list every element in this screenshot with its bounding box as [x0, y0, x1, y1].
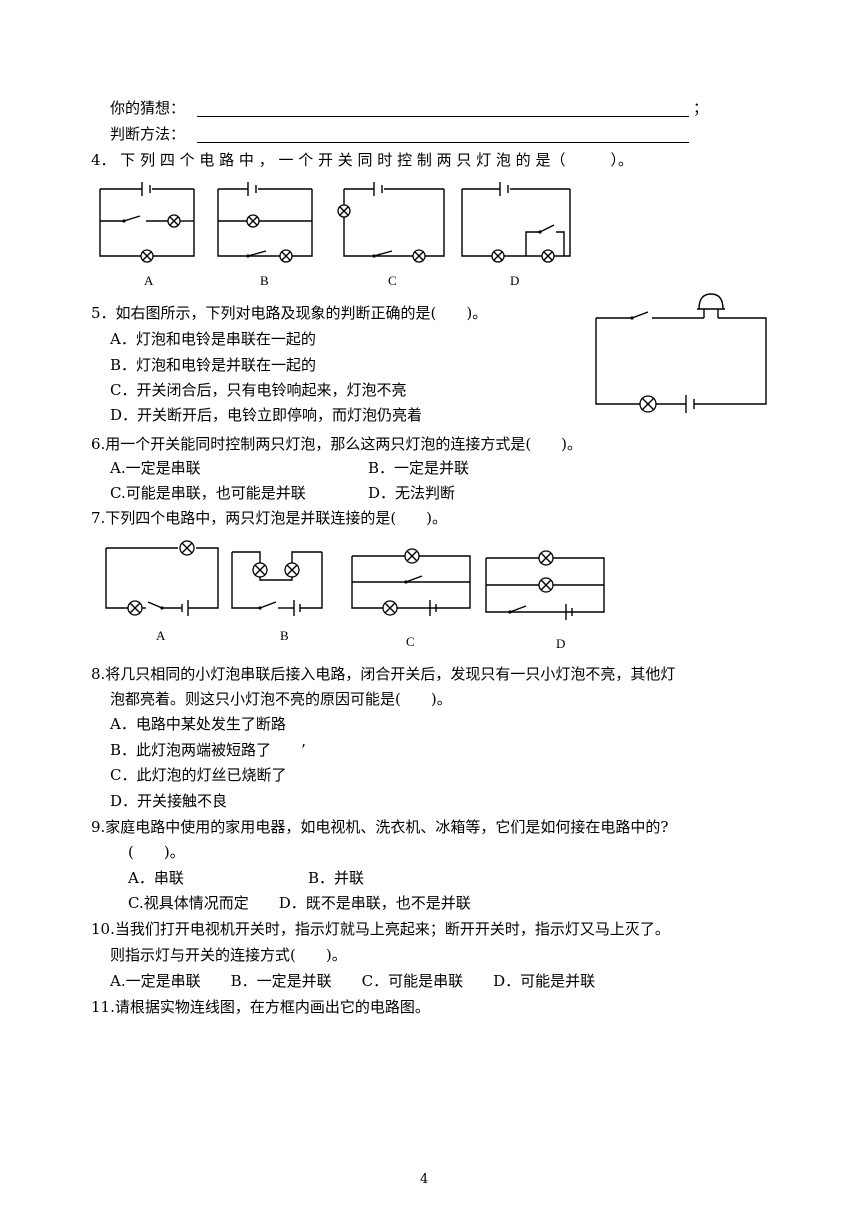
q7-label-c: C	[406, 634, 415, 649]
q5-option-c: C．开关闭合后，只有电铃响起来，灯泡不亮	[110, 381, 407, 399]
q7-label-d: D	[556, 636, 565, 651]
q7-circuit-d: D	[485, 550, 605, 651]
q5-option-b: B．灯泡和电铃是并联在一起的	[110, 356, 317, 374]
q4-circuit-b: B	[217, 182, 313, 288]
q5-option-a: A．灯泡和电铃是串联在一起的	[110, 330, 316, 348]
q4-label-a: A	[144, 273, 154, 288]
q9-option-b: B．并联	[308, 869, 365, 887]
q8-option-b: B．此灯泡两端被短路了 ’	[110, 741, 306, 759]
method-label: 判断方法：	[110, 125, 186, 143]
q7-label-a: A	[156, 628, 166, 643]
q10-stem-line1: 10.当我们打开电视机开关时，指示灯就马上亮起来；断开开关时，指示灯又马上灭了。	[91, 920, 670, 938]
q9-stem-line2: ( )。	[128, 843, 185, 861]
q10-stem-line2: 则指示灯与开关的连接方式( )。	[110, 946, 347, 964]
q8-stem-line1: 8.将几只相同的小灯泡串联后接入电路，闭合开关后，发现只有一只小灯泡不亮，其他灯	[91, 665, 676, 683]
q6-option-c: C.可能是串联，也可能是并联	[110, 484, 306, 502]
page-number: 4	[420, 1172, 429, 1187]
q7-stem: 7.下列四个电路中，两只灯泡是并联连接的是( )。	[91, 509, 448, 527]
guess-label: 你的猜想：	[110, 99, 186, 117]
q7-circuit-b: B	[231, 551, 323, 643]
guess-answer-line[interactable]	[197, 116, 689, 117]
q8-stem-line2: 泡都亮着。则这只小灯泡不亮的原因可能是( )。	[110, 690, 452, 708]
q4-circuits: A B C D	[99, 182, 571, 288]
q7-circuits: A B C D	[105, 540, 605, 651]
q11-stem: 11.请根据实物连线图，在方框内画出它的电路图。	[91, 998, 430, 1016]
q9-options-cd: C.视具体情况而定 D．既不是串联，也不是并联	[128, 894, 471, 912]
q6-option-a: A.一定是串联	[110, 459, 201, 477]
q7-circuit-a: A	[105, 540, 219, 643]
q4-label-d: D	[510, 273, 519, 288]
q6-stem: 6.用一个开关能同时控制两只灯泡，那么这两只灯泡的连接方式是( )。	[91, 435, 583, 453]
method-answer-line[interactable]	[197, 142, 689, 143]
q4-label-c: C	[388, 273, 397, 288]
q8-option-d: D．开关接触不良	[110, 792, 228, 810]
q4-circuit-d: D	[461, 182, 571, 288]
q9-option-a: A．串联	[128, 869, 184, 887]
q5-stem: 5．如右图所示，下列对电路及现象的判断正确的是( )。	[91, 304, 488, 322]
q5-option-d: D．开关断开后，电铃立即停响，而灯泡仍亮着	[110, 406, 423, 424]
q4-circuit-a: A	[99, 182, 195, 288]
q4-stem: 4． 下 列 四 个 电 路 中 ， 一 个 开 关 同 时 控 制 两 只 灯…	[91, 151, 633, 169]
q6-option-b: B．一定是并联	[368, 459, 470, 477]
q7-circuit-c: C	[351, 548, 471, 649]
q9-stem-line1: 9.家庭电路中使用的家用电器，如电视机、洗衣机、冰箱等，它们是如何接在电路中的?	[91, 818, 669, 836]
q6-option-d: D．无法判断	[368, 484, 456, 502]
q7-label-b: B	[280, 628, 289, 643]
q10-options: A.一定是串联 B．一定是并联 C．可能是串联 D．可能是并联	[110, 972, 596, 990]
q8-option-c: C．此灯泡的灯丝已烧断了	[110, 766, 287, 784]
q5-circuit	[595, 293, 767, 413]
q4-label-b: B	[260, 273, 269, 288]
guess-end: ；	[693, 99, 709, 117]
q4-circuit-c: C	[337, 182, 445, 288]
q8-option-a: A．电路中某处发生了断路	[110, 715, 286, 733]
